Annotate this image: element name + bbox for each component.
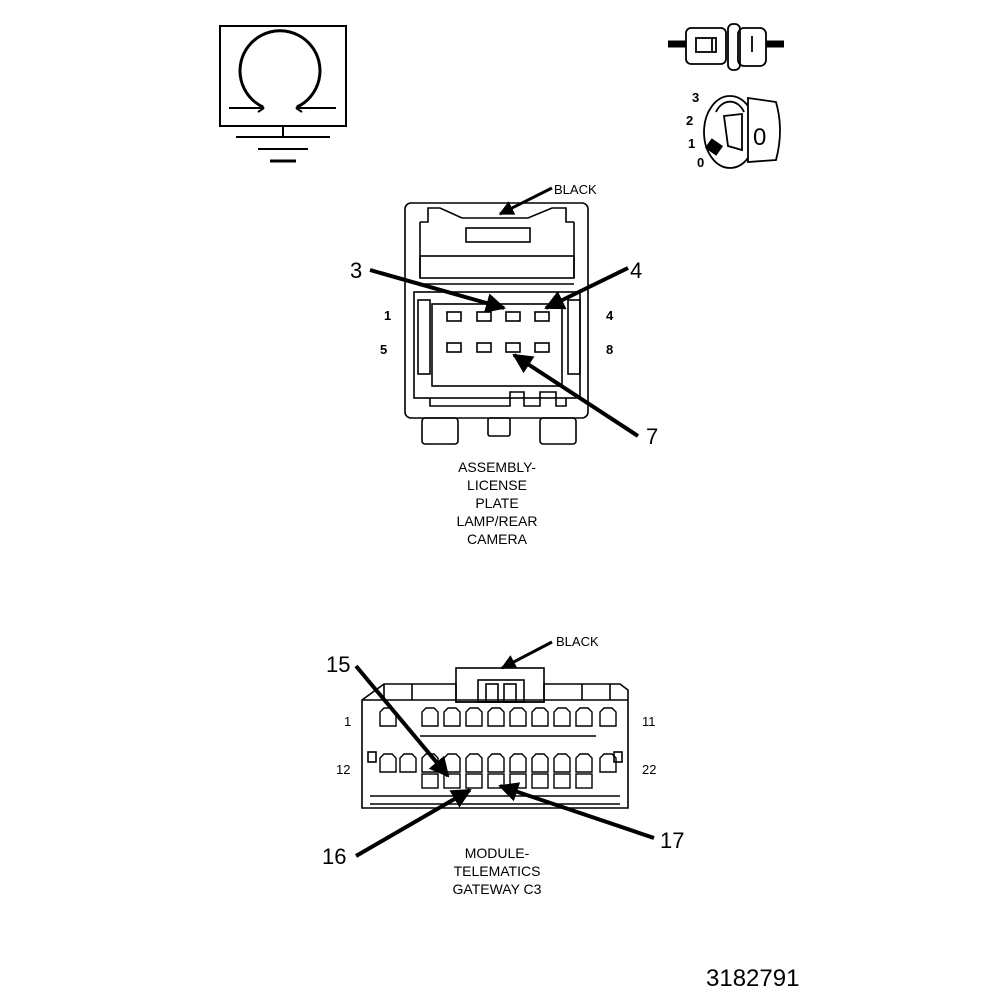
- cavity-5: [446, 342, 462, 353]
- telematics-connector: [361, 667, 629, 809]
- license-callout-3: 3: [350, 258, 362, 283]
- arrow-pin-4: [544, 266, 629, 310]
- key-position-2: 2: [686, 113, 693, 128]
- cavity-1: [446, 311, 462, 322]
- ground-loop-icon: [219, 25, 347, 163]
- svg-text:ASSEMBLY-: ASSEMBLY-: [458, 459, 536, 475]
- license-pin-label-5: 5: [380, 342, 387, 357]
- cavity-3: [505, 311, 521, 322]
- telematics-callout-arrows: [354, 640, 655, 858]
- cavity-6: [476, 342, 492, 353]
- cavity-2: [476, 311, 492, 322]
- cavity-7: [505, 342, 521, 353]
- telematics-pin-label-11: 11: [642, 714, 656, 729]
- svg-text:LAMP/REAR: LAMP/REAR: [457, 513, 538, 529]
- telematics-pin-label-12: 12: [336, 762, 350, 777]
- cavity-4: [534, 311, 550, 322]
- license-color-label: BLACK: [554, 182, 597, 197]
- arrow-pin-16: [354, 788, 472, 858]
- key-position-0: 0: [697, 155, 704, 170]
- license-pin-label-1: 1: [384, 308, 391, 323]
- license-pin-label-8: 8: [606, 342, 613, 357]
- telematics-pin-label-22: 22: [642, 762, 656, 777]
- license-plate-pin-cavities: [446, 311, 550, 353]
- telematics-callout-17: 17: [660, 828, 684, 853]
- telematics-callout-15: 15: [326, 652, 350, 677]
- key-glyph: 0: [753, 124, 766, 151]
- cavity-row-top: [379, 707, 617, 737]
- svg-text:MODULE-: MODULE-: [465, 845, 530, 861]
- arrow-color-license: [498, 186, 553, 216]
- license-callout-arrows: [369, 186, 640, 438]
- svg-text:LICENSE: LICENSE: [467, 477, 527, 493]
- svg-text:GATEWAY C3: GATEWAY C3: [453, 881, 542, 897]
- key-switch-icon: [668, 23, 784, 169]
- arrow-pin-17: [498, 782, 655, 840]
- svg-text:CAMERA: CAMERA: [467, 531, 528, 547]
- arrow-pin-7: [512, 353, 640, 438]
- telematics-callout-16: 16: [322, 844, 346, 869]
- cavity-8: [534, 342, 550, 353]
- license-callout-4: 4: [630, 258, 642, 283]
- arrow-color-telematics: [500, 640, 553, 670]
- arrow-pin-3: [369, 268, 506, 313]
- telematics-connector-title: MODULE- TELEMATICS GATEWAY C3: [453, 845, 542, 897]
- arrow-pin-15: [354, 664, 450, 778]
- telematics-color-label: BLACK: [556, 634, 599, 649]
- key-position-3: 3: [692, 90, 699, 105]
- figure-id: 3182791: [706, 965, 799, 992]
- license-connector-title: ASSEMBLY- LICENSE PLATE LAMP/REAR CAMERA: [457, 459, 538, 547]
- svg-text:PLATE: PLATE: [475, 495, 518, 511]
- telematics-pin-label-1: 1: [344, 714, 351, 729]
- cavity-row-bottom: [379, 753, 617, 789]
- license-plate-connector: [404, 202, 589, 445]
- license-callout-7: 7: [646, 424, 658, 449]
- telematics-pin-cavities: [379, 707, 617, 789]
- svg-text:TELEMATICS: TELEMATICS: [454, 863, 541, 879]
- key-position-1: 1: [688, 136, 695, 151]
- license-pin-label-4: 4: [606, 308, 614, 323]
